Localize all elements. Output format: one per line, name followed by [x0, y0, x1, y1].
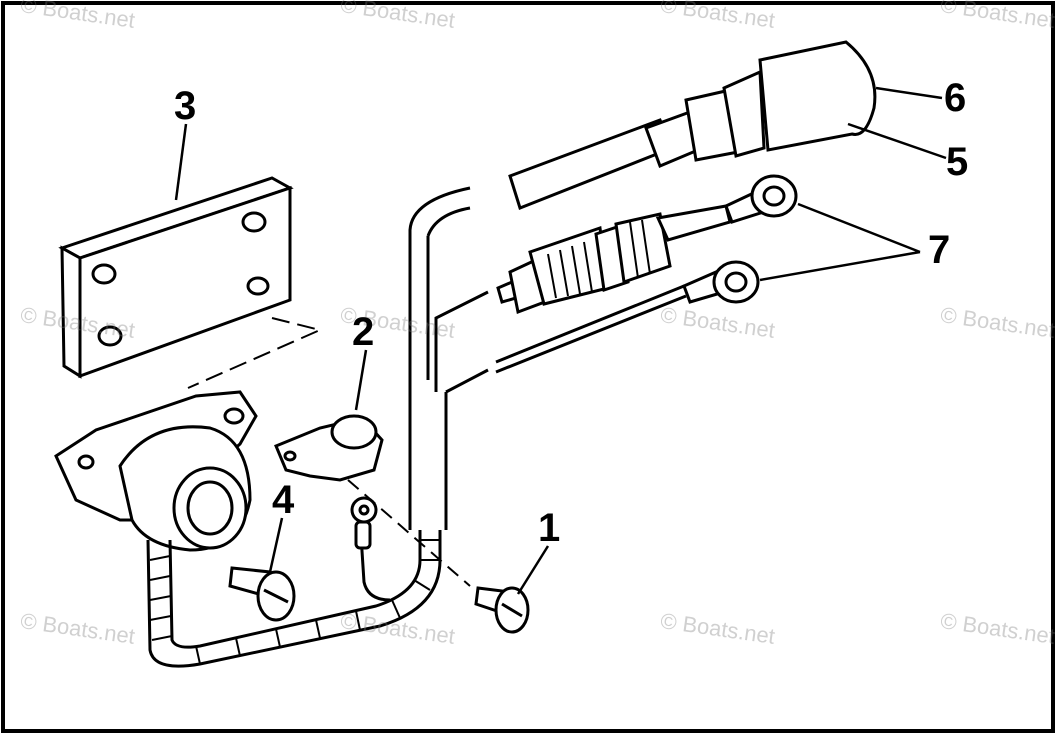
screw-part-4: [228, 566, 296, 622]
callout-1: 1: [538, 506, 561, 550]
fuse-holder: [496, 204, 732, 315]
leader-lines: [174, 86, 947, 595]
callout-3: 3: [174, 84, 197, 128]
plate-dashed-guide: [187, 317, 324, 389]
callout-6: 6: [944, 76, 967, 120]
ring-terminal-upper: [724, 174, 798, 224]
wire-harness: [146, 186, 489, 668]
callout-7: 7: [928, 228, 951, 272]
bolt-dashed-guide: [347, 479, 471, 587]
mounting-plate: [58, 176, 294, 379]
callout-5: 5: [946, 140, 969, 184]
callout-2: 2: [352, 310, 375, 354]
cable-clamp: [274, 414, 384, 482]
screw-part-1: [474, 586, 530, 634]
ring-terminal-lower: [495, 260, 760, 374]
connector-boot: [508, 40, 877, 210]
ground-wire: [350, 496, 391, 602]
fuse-grip-lines: [547, 219, 651, 299]
callout-4: 4: [272, 478, 295, 522]
harness-wrap-marks: [149, 539, 440, 665]
terminal-bracket: [54, 390, 258, 552]
